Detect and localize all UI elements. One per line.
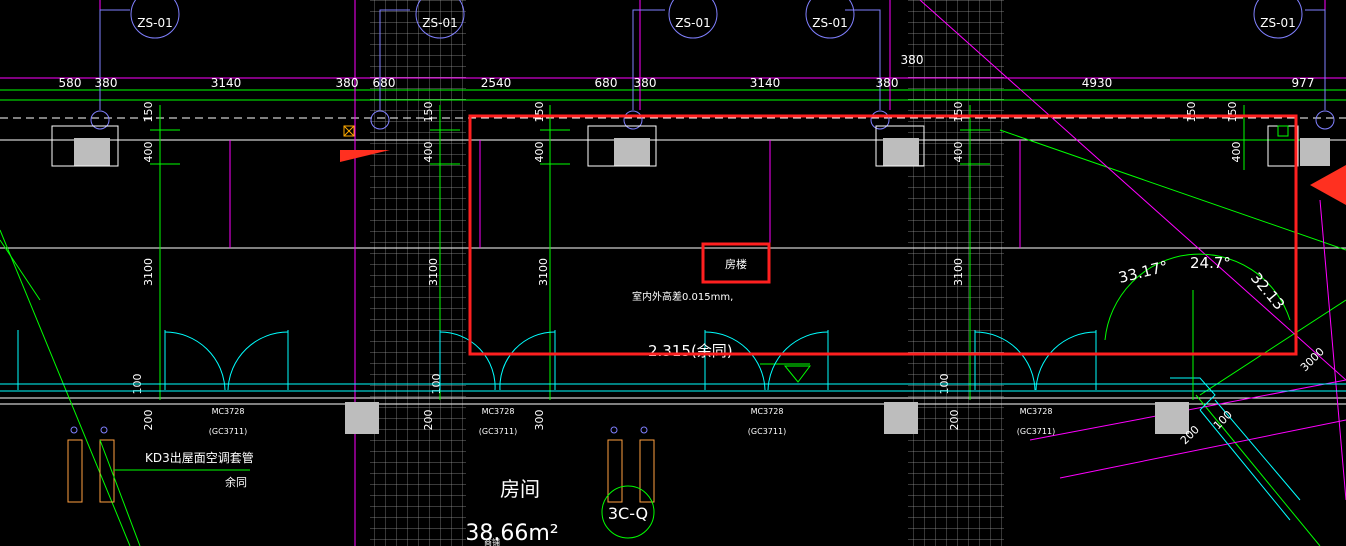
hatched-column-right [908,0,1004,546]
grid-tag-2: ZS-01 [422,16,457,30]
dim-400-b: 400 [422,142,435,163]
dim-150-b: 150 [422,102,435,123]
dim-300: 300 [533,410,546,431]
small-symbols [343,125,1289,137]
height-note: 室内外高差0.015mm, [632,290,733,303]
doors [0,330,1346,521]
dim-380-c: 380 [634,76,657,90]
dim-400-a: 400 [142,142,155,163]
dim-380-extra: 380 [901,53,924,67]
grid-tag-3: ZS-01 [675,16,710,30]
dim-580: 580 [59,76,82,90]
dim-977: 977 [1292,76,1315,90]
grid-tags [130,0,1303,39]
selection-box[interactable] [468,114,1298,356]
dim-3100-b: 3100 [427,258,440,286]
window-code-4: (GC3711) [1017,427,1055,436]
dimension-lines [0,89,1346,546]
window-code-1: (GC3711) [209,427,247,436]
door-code-2: MC3728 [482,407,515,416]
dim-400-e: 400 [1230,142,1243,163]
ac-note [99,439,250,546]
dim-400-c: 400 [533,142,546,163]
vertical-dimension-texts: 150 400 3100 100 200 150 400 3100 100 20… [131,102,1243,431]
dim-150-e: 150 [1185,102,1198,123]
dim-150-a: 150 [142,102,155,123]
red-marker-left [340,150,390,162]
door-code-1: MC3728 [212,407,245,416]
grid-tag-1: ZS-01 [137,16,172,30]
dim-200-b: 200 [422,410,435,431]
dim-150-d: 150 [952,102,965,123]
door-codes: MC3728 (GC3711) MC3728 (GC3711) MC3728 (… [209,407,1055,436]
axis-tag-circle [601,485,655,539]
dim-380-d: 380 [876,76,899,90]
dim-380-a: 380 [95,76,118,90]
room-area: 38.66m² [465,521,558,546]
angle-1: 33.17° [1117,257,1170,287]
hatched-column-left [370,0,466,546]
door-code-3: MC3728 [751,407,784,416]
axis-tag: 3C-Q [608,504,648,523]
dim-680-a: 680 [373,76,396,90]
grid-tag-5: ZS-01 [1260,16,1295,30]
dim-2540: 2540 [481,76,512,90]
dim-400-d: 400 [952,142,965,163]
angle-arc [1104,253,1291,400]
small-text: 商铺 [484,537,500,546]
dim-680-b: 680 [595,76,618,90]
angle-2: 24.7° [1190,254,1231,272]
angle-texts: 33.17° 24.7° 32.13 [1117,254,1289,313]
dim-380-b: 380 [336,76,359,90]
dim-200-c: 200 [948,410,961,431]
grid-tag-leaders [90,9,1335,130]
door-code-4: MC3728 [1020,407,1053,416]
dim-3100-d: 3100 [952,258,965,286]
ac-note-sub: 余同 [225,475,247,489]
window-code-2: (GC3711) [479,427,517,436]
angle-3: 32.13 [1247,269,1288,313]
dim-3140-a: 3140 [211,76,242,90]
elevation-label: 2.315(余同) [648,342,733,360]
room-name: 房间 [500,477,540,501]
dim-150-c: 150 [533,102,546,123]
blue-dots [70,426,648,434]
grid-tag-4: ZS-01 [812,16,847,30]
ac-pipes [67,439,655,503]
dim-150-f: 150 [1226,102,1239,123]
dim-200-a: 200 [142,410,155,431]
elevation-marker [783,365,811,383]
column-outlines [51,125,1299,167]
dim-3140-b: 3140 [750,76,781,90]
window-code-3: (GC3711) [748,427,786,436]
top-dimension-texts: 580 380 3140 380 680 2540 680 380 3140 3… [59,53,1315,90]
selected-tag-text: 房楼 [725,257,747,271]
dim-3100-c: 3100 [537,258,550,286]
red-marker-right [1310,165,1346,205]
ac-note-text: KD3出屋面空调套管 [145,450,254,465]
selected-tag-box[interactable] [701,242,771,284]
dim-3100-a: 3100 [142,258,155,286]
wall-lines [0,139,1346,405]
column-pads [74,138,1330,434]
dim-4930: 4930 [1082,76,1113,90]
